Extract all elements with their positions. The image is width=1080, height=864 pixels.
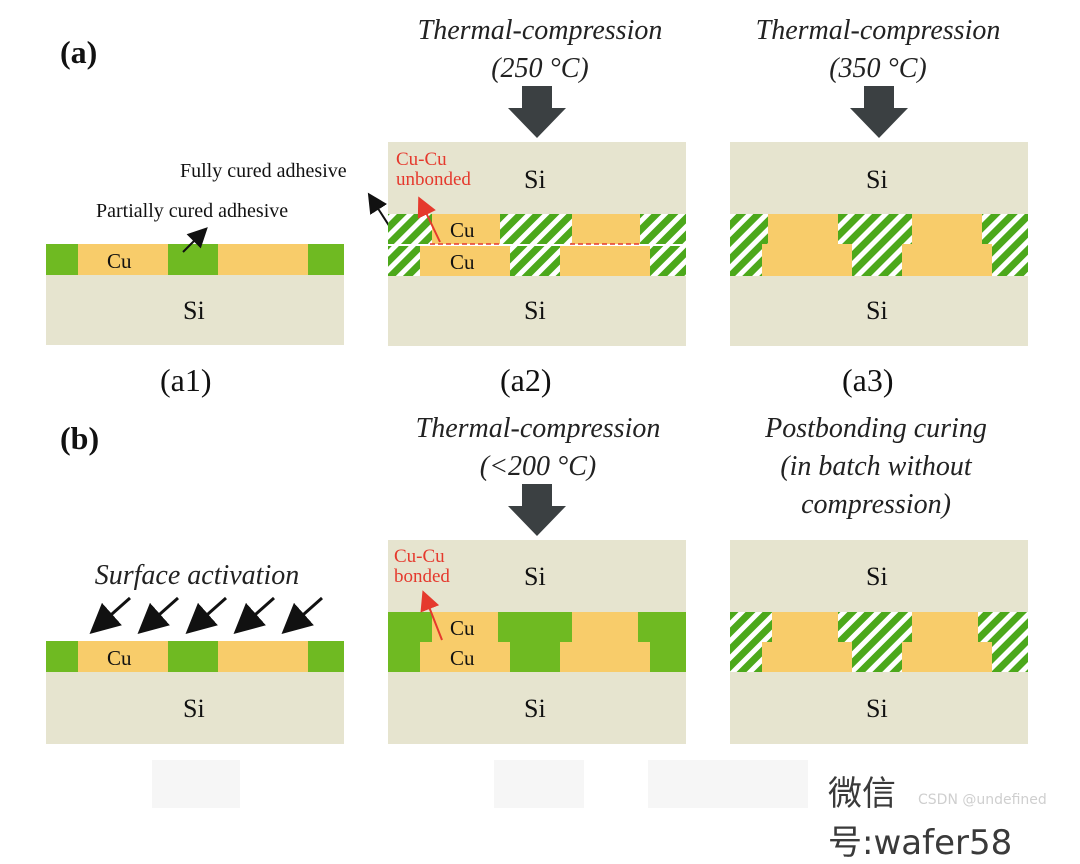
caption-a1: (a1): [160, 362, 212, 398]
panel-a1-structure: [46, 244, 344, 345]
cu-label-b2-bottom: Cu: [450, 646, 475, 670]
title-a2-line1: Thermal-compression: [417, 15, 663, 46]
label-cucu-unbonded-line2: unbonded: [396, 169, 471, 190]
watermark-csdn: CSDN @undefined: [918, 792, 1047, 808]
si-label-b3-top: Si: [866, 562, 888, 591]
panel-label-b: (b): [60, 420, 100, 456]
si-label-a2-top: Si: [524, 165, 546, 194]
label-cucu-unbonded-line1: Cu-Cu: [396, 149, 447, 170]
label-cucu-bonded-line2: bonded: [394, 566, 450, 587]
watermark-wechat: 微信号:wafer58: [828, 774, 1013, 863]
panel-a3-structure: [730, 142, 1028, 346]
si-label-b2-bottom: Si: [524, 694, 546, 723]
si-label-a3-top: Si: [866, 165, 888, 194]
title-a3: Thermal-compression (350 °C): [718, 12, 1038, 88]
process-diagram: [46, 86, 1028, 744]
title-b3-line1: Postbonding curing: [765, 413, 987, 444]
panel-a2-structure: [388, 142, 686, 346]
label-cucu-bonded: Cu-Cu bonded: [394, 547, 450, 587]
si-label-b1: Si: [183, 694, 205, 723]
cu-label-a2-top: Cu: [450, 218, 475, 242]
panel-b1-structure: [46, 641, 344, 744]
title-b3-line2: (in batch without: [780, 451, 972, 482]
si-label-a1: Si: [183, 296, 205, 325]
si-label-b2-top: Si: [524, 562, 546, 591]
label-fully-cured-adhesive: Fully cured adhesive: [180, 160, 347, 182]
title-b3-line3: compression): [801, 489, 951, 520]
cu-label-b2-top: Cu: [450, 616, 475, 640]
label-partially-cured-adhesive: Partially cured adhesive: [96, 200, 289, 222]
cu-label-a2-bottom: Cu: [450, 250, 475, 274]
si-label-b3-bottom: Si: [866, 694, 888, 723]
si-label-a3-bottom: Si: [866, 296, 888, 325]
cu-label-b1: Cu: [107, 646, 132, 670]
title-a3-line1: Thermal-compression: [755, 15, 1001, 46]
label-cucu-unbonded: Cu-Cu unbonded: [396, 150, 471, 190]
title-b2-line2: (<200 °C): [479, 451, 597, 482]
panel-b2-structure: [388, 540, 686, 744]
caption-a2: (a2): [500, 362, 552, 398]
cu-label-a1: Cu: [107, 249, 132, 273]
surface-activation-arrows: [89, 596, 323, 634]
panel-b3-structure: [730, 540, 1028, 744]
caption-a3: (a3): [842, 362, 894, 398]
title-b2-line1: Thermal-compression: [415, 413, 661, 444]
si-label-a2-bottom: Si: [524, 296, 546, 325]
label-cucu-bonded-line1: Cu-Cu: [394, 546, 445, 567]
title-b3: Postbonding curing (in batch without com…: [716, 410, 1036, 524]
title-a2: Thermal-compression (250 °C): [380, 12, 700, 88]
panel-label-a: (a): [60, 34, 98, 70]
title-a3-line2: (350 °C): [829, 53, 927, 84]
title-a2-line2: (250 °C): [491, 53, 589, 84]
title-b2: Thermal-compression (<200 °C): [378, 410, 698, 486]
label-surface-activation: Surface activation: [94, 560, 300, 591]
